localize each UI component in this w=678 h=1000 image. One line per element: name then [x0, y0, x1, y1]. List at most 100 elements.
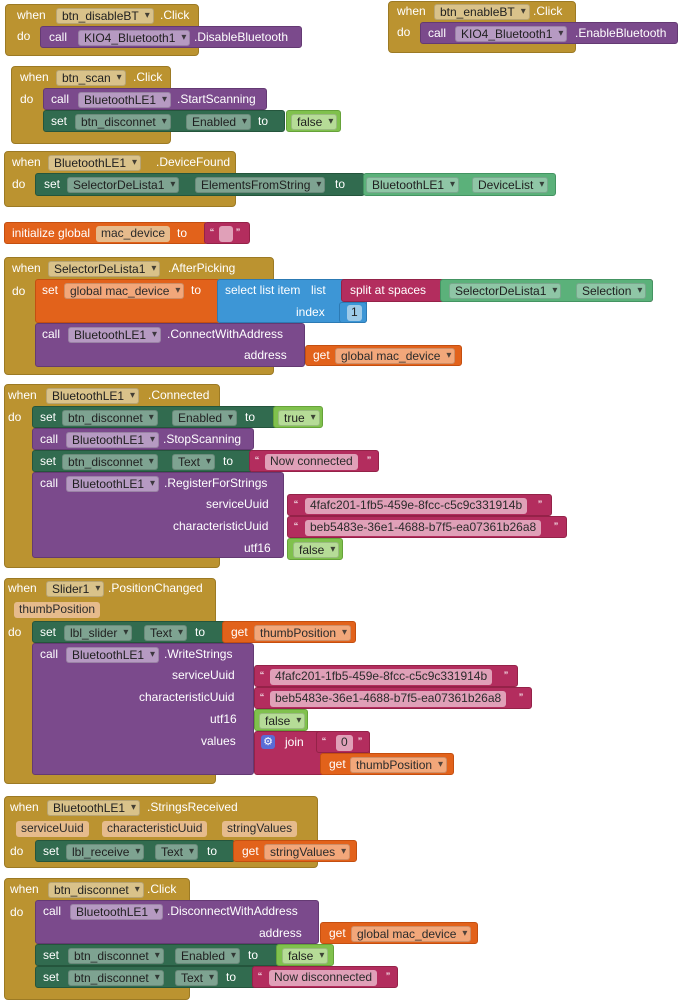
component-dropdown[interactable]: SelectorDeLista1	[48, 261, 161, 277]
property-dropdown[interactable]: Enabled	[186, 114, 252, 130]
variable-dropdown[interactable]: global mac_device	[335, 348, 456, 364]
call-block-write-strings[interactable]	[32, 643, 254, 775]
set-label: set	[44, 177, 61, 191]
component-dropdown[interactable]: btn_disconnet	[68, 948, 164, 964]
method-name: .DisableBluetooth	[194, 30, 289, 44]
join-label: join	[285, 735, 304, 749]
component-dropdown[interactable]: BluetoothLE1	[68, 327, 162, 343]
component-dropdown[interactable]: Slider1	[46, 581, 105, 597]
boolean-dropdown[interactable]: false	[259, 713, 306, 729]
component-dropdown[interactable]: lbl_slider	[64, 625, 133, 641]
param-label: address	[244, 348, 287, 362]
param-label: characteristicUuid	[139, 690, 235, 704]
component-dropdown[interactable]: KIO4_Bluetooth1	[78, 30, 191, 46]
do-label: do	[397, 25, 411, 39]
text-string-field[interactable]: beb5483e-36e1-4688-b7f5-ea07361b26a8	[270, 691, 507, 707]
to-label: to	[223, 454, 234, 468]
variable-dropdown[interactable]: global mac_device	[64, 283, 185, 299]
quote-open: “	[294, 498, 298, 512]
param-label: serviceUuid	[172, 668, 235, 682]
get-label: get	[313, 348, 330, 362]
to-label: to	[245, 410, 256, 424]
component-dropdown[interactable]: btn_disableBT	[56, 8, 154, 24]
component-dropdown[interactable]: btn_enableBT	[434, 4, 530, 20]
text-string-field[interactable]: 0	[336, 735, 353, 751]
to-label: to	[177, 226, 188, 240]
component-dropdown[interactable]: BluetoothLE1	[66, 432, 160, 448]
event-parameter[interactable]: stringValues	[222, 821, 298, 837]
variable-dropdown[interactable]: global mac_device	[351, 926, 472, 942]
quote-close: ”	[236, 226, 240, 240]
boolean-dropdown[interactable]: false	[291, 114, 338, 130]
boolean-dropdown[interactable]: false	[293, 542, 340, 558]
component-dropdown[interactable]: BluetoothLE1	[66, 476, 160, 492]
set-label: set	[40, 454, 57, 468]
call-label: call	[51, 92, 70, 106]
property-dropdown[interactable]: Text	[175, 970, 219, 986]
component-dropdown[interactable]: btn_disconnet	[48, 882, 144, 898]
component-dropdown[interactable]: btn_scan	[56, 70, 126, 86]
quote-open: “	[260, 691, 264, 705]
property-dropdown[interactable]: ElementsFromString	[195, 177, 326, 193]
param-label: characteristicUuid	[173, 519, 269, 533]
property-dropdown[interactable]: Enabled	[172, 410, 238, 426]
component-dropdown[interactable]: SelectorDeLista1	[449, 283, 562, 299]
do-label: do	[17, 29, 31, 43]
event-parameter[interactable]: serviceUuid	[16, 821, 89, 837]
boolean-dropdown[interactable]: true	[278, 410, 320, 426]
quote-close: ”	[386, 970, 390, 984]
component-dropdown[interactable]: BluetoothLE1	[70, 904, 164, 920]
component-dropdown[interactable]: KIO4_Bluetooth1	[455, 26, 568, 42]
component-dropdown[interactable]: btn_disconnet	[62, 454, 158, 470]
event-name: .DeviceFound	[156, 155, 231, 169]
component-dropdown[interactable]: BluetoothLE1	[46, 388, 140, 404]
to-label: to	[207, 844, 218, 858]
set-label: set	[40, 625, 57, 639]
event-parameter[interactable]: thumbPosition	[14, 602, 101, 618]
component-dropdown[interactable]: lbl_receive	[66, 844, 145, 860]
property-dropdown[interactable]: Text	[155, 844, 199, 860]
when-label: when	[12, 261, 41, 275]
quote-close: ”	[504, 669, 508, 683]
mutator-gear-icon[interactable]: ⚙	[261, 735, 275, 749]
text-string-field[interactable]: 4fafc201-1fb5-459e-8fcc-c5c9c331914b	[305, 498, 528, 514]
do-label: do	[12, 177, 26, 191]
method-name: .RegisterForStrings	[164, 476, 268, 490]
variable-dropdown[interactable]: thumbPosition	[254, 625, 352, 641]
index-number-field[interactable]: 1	[347, 305, 362, 321]
boolean-dropdown[interactable]: false	[282, 948, 329, 964]
component-dropdown[interactable]: BluetoothLE1	[47, 800, 141, 816]
text-string-field[interactable]: Now disconnected	[269, 970, 378, 986]
initialize-global-label: initialize global	[12, 226, 91, 240]
component-dropdown[interactable]: BluetoothLE1	[66, 647, 160, 663]
text-string-field[interactable]: 4fafc201-1fb5-459e-8fcc-c5c9c331914b	[270, 669, 493, 685]
quote-close: ”	[554, 520, 558, 534]
event-name: .Connected	[148, 388, 210, 402]
quote-open: “	[322, 735, 326, 749]
property-dropdown[interactable]: DeviceList	[472, 177, 549, 193]
property-dropdown[interactable]: Text	[144, 625, 188, 641]
event-name: .Click	[147, 882, 177, 896]
variable-dropdown[interactable]: thumbPosition	[350, 757, 448, 773]
component-dropdown[interactable]: btn_disconnet	[75, 114, 171, 130]
when-label: when	[12, 155, 41, 169]
quote-open: “	[260, 669, 264, 683]
variable-dropdown[interactable]: stringValues	[264, 844, 351, 860]
property-dropdown[interactable]: Text	[172, 454, 216, 470]
component-dropdown[interactable]: BluetoothLE1	[48, 155, 142, 171]
set-label: set	[43, 844, 60, 858]
component-dropdown[interactable]: BluetoothLE1	[78, 92, 172, 108]
text-string-field[interactable]: Now connected	[265, 454, 358, 470]
component-dropdown[interactable]: BluetoothLE1	[366, 177, 460, 193]
event-parameter[interactable]: characteristicUuid	[102, 821, 208, 837]
property-dropdown[interactable]: Selection	[576, 283, 647, 299]
index-label: index	[296, 305, 325, 319]
empty-string-field[interactable]	[219, 226, 233, 242]
variable-name-field[interactable]: mac_device	[96, 226, 171, 242]
property-dropdown[interactable]: Enabled	[175, 948, 241, 964]
quote-close: ”	[519, 691, 523, 705]
component-dropdown[interactable]: btn_disconnet	[68, 970, 164, 986]
text-string-field[interactable]: beb5483e-36e1-4688-b7f5-ea07361b26a8	[305, 520, 542, 536]
component-dropdown[interactable]: SelectorDeLista1	[67, 177, 180, 193]
component-dropdown[interactable]: btn_disconnet	[62, 410, 158, 426]
